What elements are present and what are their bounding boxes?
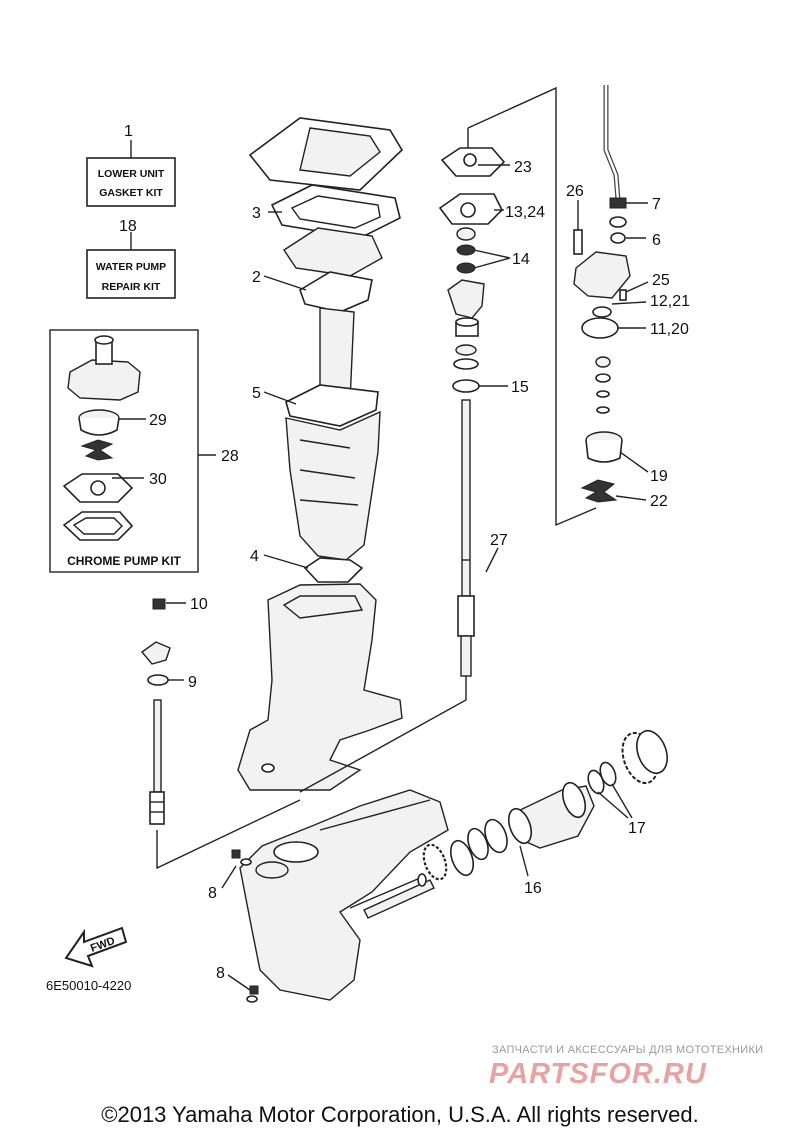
diagram-code: 6E50010-4220: [46, 978, 131, 993]
shift-rod-assembly: [140, 598, 171, 825]
part-label-25: 25: [652, 272, 670, 289]
lower-unit-kit-line1: LOWER UNIT: [98, 168, 165, 180]
chrome-pump-kit-label: CHROME PUMP KIT: [67, 554, 181, 568]
part-label-27: 27: [490, 532, 508, 549]
part-label-16: 16: [524, 880, 542, 897]
part-label-12-21: 12,21: [650, 293, 690, 310]
part-label-10: 10: [190, 596, 208, 613]
gear-case: [231, 789, 449, 1003]
chrome-pump-column: [573, 85, 631, 503]
watermark-logo: PARTSFOR.RU: [489, 1058, 707, 1090]
part-label-2: 2: [252, 269, 261, 286]
fwd-arrow-icon: FWD: [64, 926, 128, 968]
part-label-23: 23: [514, 159, 532, 176]
part-label-18: 18: [119, 218, 137, 235]
part-label-7: 7: [652, 196, 661, 213]
part-label-11-20: 11,20: [650, 321, 689, 338]
part-label-17: 17: [628, 820, 646, 837]
part-label-4: 4: [250, 548, 259, 565]
part-label-14: 14: [512, 251, 530, 268]
part-label-30: 30: [149, 471, 167, 488]
part-label-1: 1: [124, 123, 133, 140]
lower-unit-gasket-kit-box: LOWER UNIT GASKET KIT: [86, 140, 176, 207]
upper-casing-assembly: [237, 117, 404, 791]
copyright-notice: ©2013 Yamaha Motor Corporation, U.S.A. A…: [101, 1102, 699, 1127]
part-label-19: 19: [650, 468, 668, 485]
part-label-3: 3: [252, 205, 261, 222]
part-label-15: 15: [511, 379, 529, 396]
propeller-shaft-parts: [417, 729, 668, 887]
chrome-pump-kit-box: CHROME PUMP KIT: [49, 329, 216, 573]
part-label-26: 26: [566, 183, 584, 200]
part-label-13-24: 13,24: [505, 204, 545, 221]
watermark-tagline: ЗАПЧАСТИ И АКСЕССУАРЫ ДЛЯ МОТОТЕХНИКИ: [492, 1044, 764, 1056]
water-pump-kit-line1: WATER PUMP: [96, 261, 166, 273]
part-label-6: 6: [652, 232, 661, 249]
part-label-22: 22: [650, 493, 668, 510]
part-label-8-upper: 8: [208, 885, 217, 902]
part-label-28: 28: [221, 448, 239, 465]
lower-unit-kit-line2: GASKET KIT: [99, 187, 163, 199]
water-pump-column: [438, 86, 597, 677]
part-label-8-lower: 8: [216, 965, 225, 982]
part-label-9: 9: [188, 674, 197, 691]
part-label-29: 29: [149, 412, 167, 429]
water-pump-repair-kit-box: WATER PUMP REPAIR KIT: [86, 232, 176, 299]
water-pump-kit-line2: REPAIR KIT: [102, 281, 161, 293]
part-label-5: 5: [252, 385, 261, 402]
